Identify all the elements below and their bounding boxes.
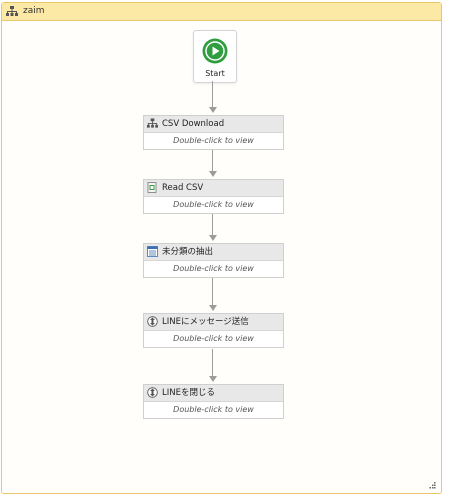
activity-extract-uncategorized[interactable]: 未分類の抽出 Double-click to view	[143, 243, 284, 278]
activity-read-csv[interactable]: Read CSV Double-click to view	[143, 179, 284, 214]
activity-title-bar[interactable]: Read CSV	[144, 180, 283, 197]
activity-title-bar[interactable]: CSV Download	[144, 116, 283, 133]
invoke-workflow-icon	[147, 316, 158, 327]
start-node[interactable]: Start	[193, 30, 237, 83]
activity-hint: Double-click to view	[173, 264, 254, 273]
activity-title: Read CSV	[162, 183, 204, 193]
sequence-title: zaim	[23, 6, 45, 16]
activity-line-send-message[interactable]: LINEにメッセージ送信 Double-click to view	[143, 313, 284, 348]
connector-line	[212, 278, 213, 305]
connector-arrow	[209, 376, 217, 382]
sequence-header[interactable]: zaim	[2, 3, 441, 21]
activity-title-bar[interactable]: LINEにメッセージ送信	[144, 314, 283, 331]
sequence-icon	[147, 118, 158, 128]
start-label: Start	[205, 69, 225, 78]
resize-grip-icon[interactable]	[429, 482, 436, 489]
connector-arrow	[209, 171, 217, 177]
connector-line	[212, 349, 213, 376]
activity-csv-download[interactable]: CSV Download Double-click to view	[143, 115, 284, 150]
csv-file-icon	[147, 182, 157, 193]
activity-title: LINEを閉じる	[162, 388, 215, 398]
data-filter-icon	[147, 246, 158, 257]
activity-hint: Double-click to view	[173, 405, 254, 414]
connector-arrow	[209, 235, 217, 241]
activity-title: LINEにメッセージ送信	[162, 317, 249, 327]
invoke-workflow-icon	[147, 387, 158, 398]
activity-hint: Double-click to view	[173, 136, 254, 145]
connector-line	[212, 150, 213, 171]
activity-title-bar[interactable]: 未分類の抽出	[144, 244, 283, 261]
connector-arrow	[209, 107, 217, 113]
sequence-icon	[6, 6, 18, 16]
connector-line	[212, 81, 213, 107]
activity-line-close[interactable]: LINEを閉じる Double-click to view	[143, 384, 284, 419]
activity-hint: Double-click to view	[173, 200, 254, 209]
activity-title: CSV Download	[162, 119, 225, 129]
activity-title-bar[interactable]: LINEを閉じる	[144, 385, 283, 402]
connector-arrow	[209, 305, 217, 311]
activity-hint: Double-click to view	[173, 334, 254, 343]
connector-line	[212, 214, 213, 235]
play-icon	[202, 38, 228, 64]
sequence-container[interactable]: zaim Start	[1, 2, 442, 494]
activity-title: 未分類の抽出	[162, 247, 214, 257]
